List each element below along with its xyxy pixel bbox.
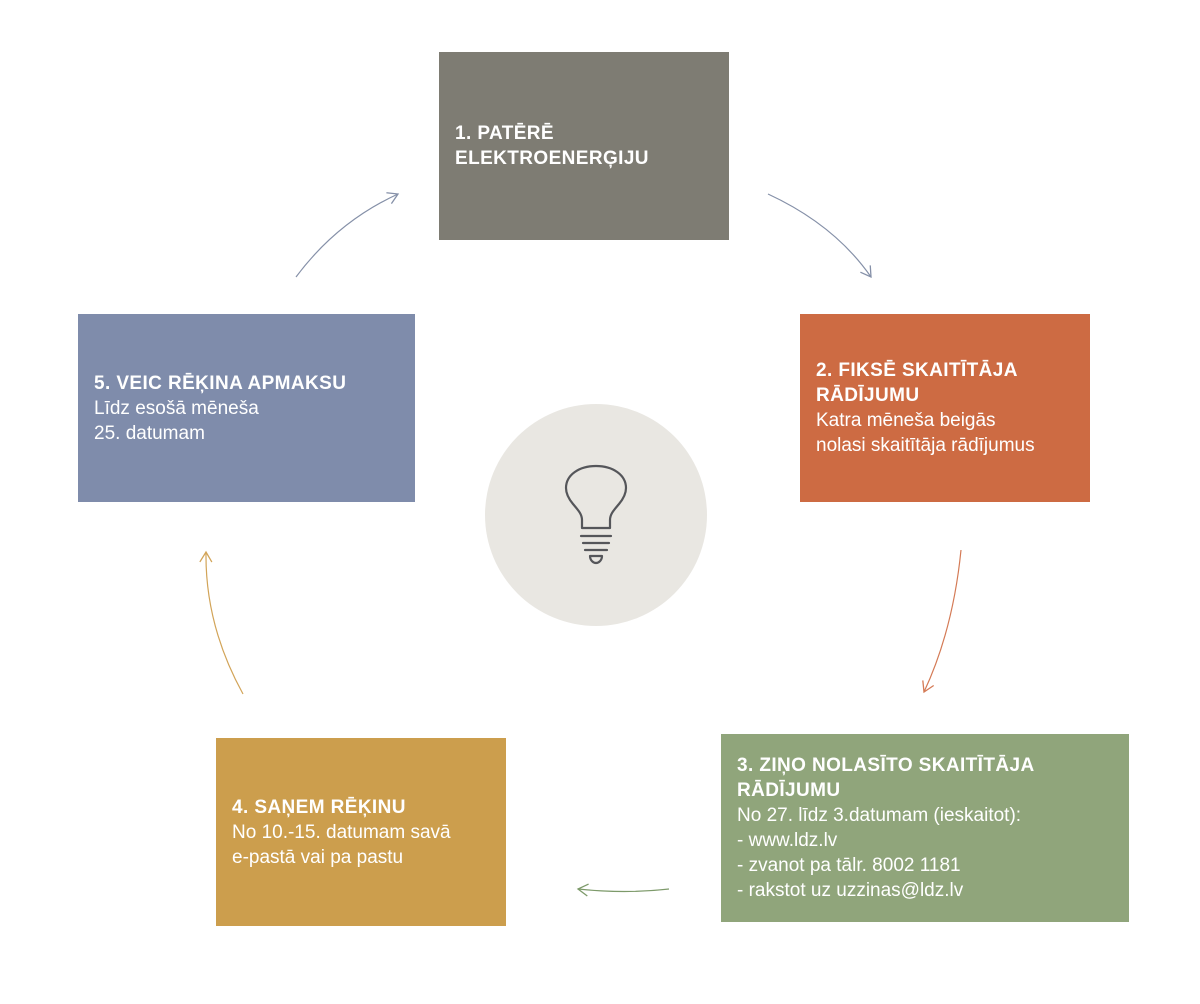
step-2-description: Katra mēneša beigās nolasi skaitītāja rā… [816, 408, 1074, 458]
step-5-line: 25. datumam [94, 422, 205, 444]
step-2-title: 2. FIKSĒ SKAITĪTĀJA RĀDĪJUMU [816, 360, 1018, 406]
step-1-box: 1. PATĒRĒ ELEKTROENERĢIJU [439, 52, 729, 240]
step-2-box: 2. FIKSĒ SKAITĪTĀJA RĀDĪJUMU Katra mēneš… [800, 314, 1090, 502]
center-circle [485, 404, 707, 626]
arrow-step5-to-step1 [295, 192, 400, 278]
arrow-step2-to-step3 [922, 549, 962, 694]
step-3-line: - zvanot pa tālr. 8002 1181 [737, 855, 961, 876]
lightbulb-icon [564, 464, 628, 565]
step-4-title: 4. SAŅEM RĒĶINU [232, 796, 406, 818]
step-5-description: Līdz esošā mēneša 25. datumam [94, 396, 399, 446]
step-4-box: 4. SAŅEM RĒĶINU No 10.-15. datumam savā … [216, 738, 506, 926]
step-5-title: 5. VEIC RĒĶINA APMAKSU [94, 372, 347, 394]
step-2-line: Katra mēneša beigās [816, 410, 996, 431]
step-1-title: 1. PATĒRĒ ELEKTROENERĢIJU [455, 123, 649, 169]
arrow-step3-to-step4 [576, 883, 670, 897]
step-3-line: - rakstot uz uzzinas@ldz.lv [737, 880, 964, 901]
step-3-line: No 27. līdz 3.datumam (ieskaitot): [737, 805, 1022, 826]
step-3-description: No 27. līdz 3.datumam (ieskaitot): - www… [737, 803, 1113, 903]
step-3-box: 3. ZIŅO NOLASĪTO SKAITĪTĀJA RĀDĪJUMU No … [721, 734, 1129, 922]
step-4-line: No 10.-15. datumam savā [232, 821, 451, 843]
step-3-title: 3. ZIŅO NOLASĪTO SKAITĪTĀJA RĀDĪJUMU [737, 755, 1034, 801]
arrow-step1-to-step2 [767, 193, 872, 279]
step-5-box: 5. VEIC RĒĶINA APMAKSU Līdz esošā mēneša… [78, 314, 415, 502]
step-3-line: - www.ldz.lv [737, 830, 838, 851]
arrow-step4-to-step5 [199, 550, 244, 695]
step-4-description: No 10.-15. datumam savā e-pastā vai pa p… [232, 820, 490, 870]
step-5-line: Līdz esošā mēneša [94, 397, 259, 419]
step-2-line: nolasi skaitītāja rādījumus [816, 435, 1035, 456]
step-4-line: e-pastā vai pa pastu [232, 846, 404, 868]
